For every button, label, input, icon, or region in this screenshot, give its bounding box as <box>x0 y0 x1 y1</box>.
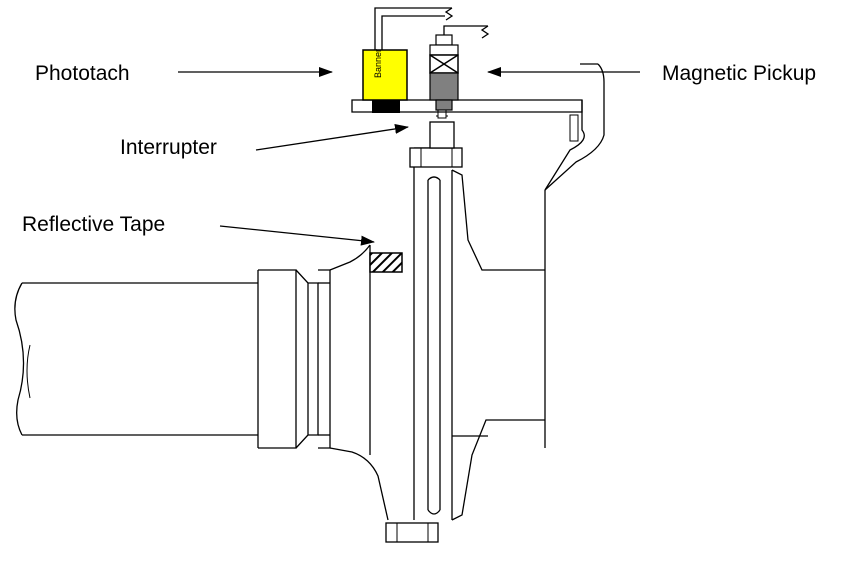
magnetic-pickup-sensor <box>429 25 490 111</box>
reflective-tape-patch <box>369 252 403 273</box>
hub <box>257 244 389 521</box>
housing <box>351 63 605 191</box>
lower-collar <box>385 522 439 543</box>
interrupter-stub <box>429 109 455 149</box>
arrow-interrupter <box>255 124 409 151</box>
disc <box>413 147 546 521</box>
label-interrupter: Interrupter <box>120 136 217 159</box>
label-phototach: Phototach <box>35 62 130 85</box>
banner-brand-text: Banner <box>373 49 383 78</box>
arrow-reflective-tape <box>219 225 375 246</box>
shaft <box>14 282 258 436</box>
label-reflective-tape: Reflective Tape <box>22 213 165 236</box>
banner-phototach-sensor: Banner <box>362 7 454 113</box>
upper-collar <box>409 147 463 168</box>
label-magnetic-pickup: Magnetic Pickup <box>662 62 816 85</box>
